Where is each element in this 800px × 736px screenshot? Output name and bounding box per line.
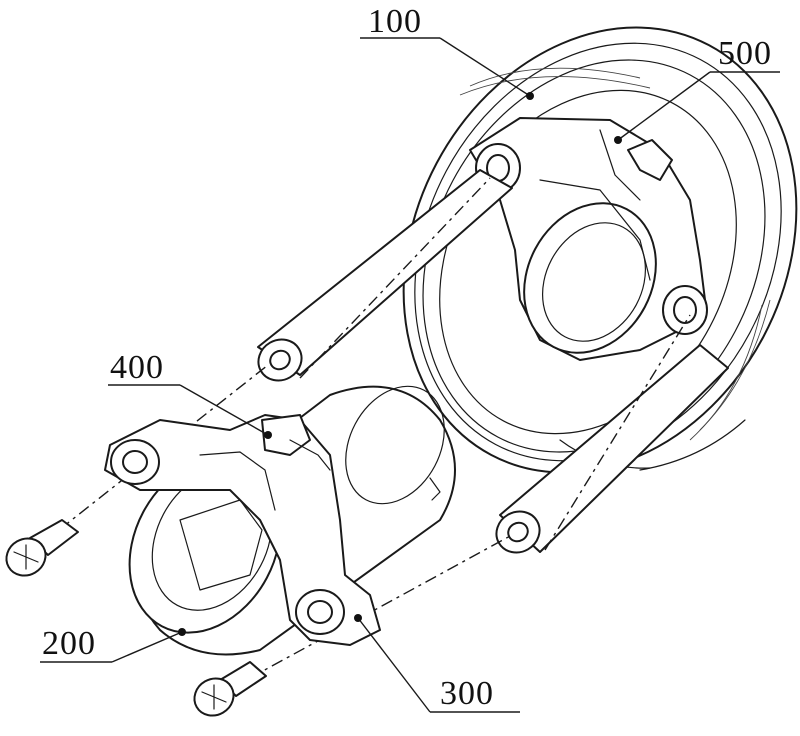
callout-300: 300 bbox=[440, 675, 494, 712]
callout-100: 100 bbox=[368, 3, 422, 40]
callout-400: 400 bbox=[110, 349, 164, 386]
screw-upper bbox=[0, 520, 78, 583]
screw-lower bbox=[188, 662, 266, 723]
callout-200: 200 bbox=[42, 625, 96, 662]
callout-500: 500 bbox=[718, 35, 772, 72]
